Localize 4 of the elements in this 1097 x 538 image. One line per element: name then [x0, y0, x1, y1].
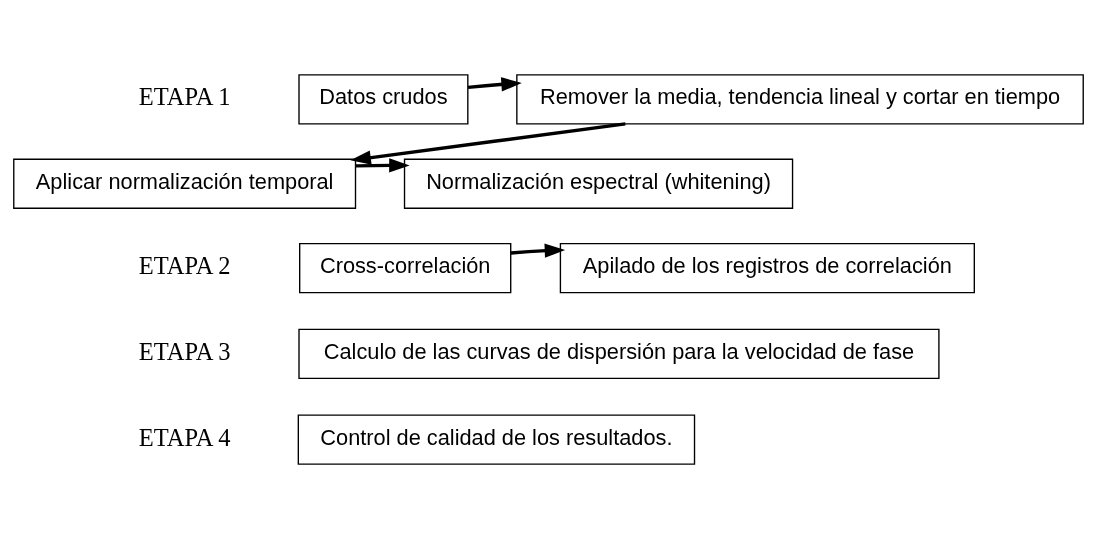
label: ETAPA 2	[138, 251, 231, 279]
label: ETAPA 4	[138, 423, 231, 451]
label: ETAPA 1	[138, 82, 231, 110]
label: ETAPA 3	[138, 337, 231, 365]
